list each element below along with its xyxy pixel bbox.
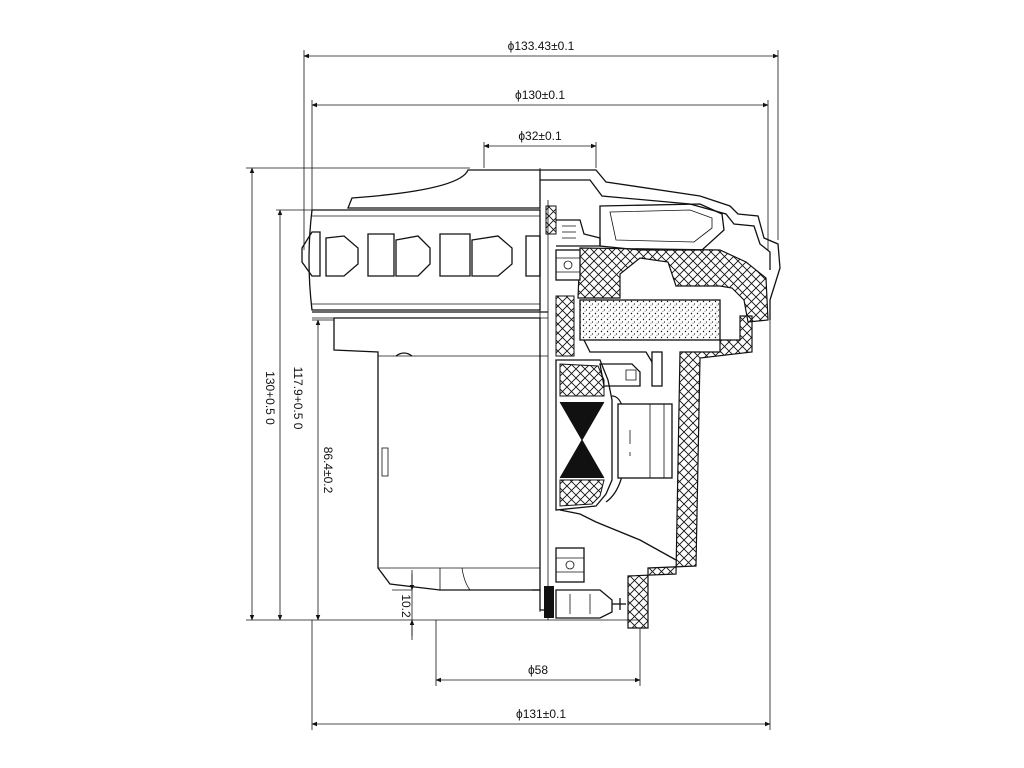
vent-slots <box>301 231 541 277</box>
dim-label-10: 10.2 <box>399 594 413 618</box>
dim-label-131: ϕ131±0.1 <box>516 707 566 721</box>
dim-label-32: ϕ32±0.1 <box>518 129 562 143</box>
external-view <box>301 168 640 621</box>
dim-label-130-height: 130+0.5 0 <box>263 371 277 425</box>
dimension-lines <box>246 50 779 730</box>
dim-label-117: 117.9+0.5 0 <box>291 367 305 430</box>
lower-bearing <box>555 547 585 583</box>
dim-label-86: 86.4±0.2 <box>321 447 335 494</box>
dimension-labels: ϕ133.43±0.1 ϕ130±0.1 ϕ32±0.1 ϕ58 ϕ131±0.… <box>263 39 575 721</box>
dim-label-58: ϕ58 <box>528 663 548 677</box>
section-view <box>540 169 781 629</box>
brush-holder <box>544 586 626 619</box>
stator <box>559 339 677 561</box>
dim-label-130-width: ϕ130±0.1 <box>515 88 565 102</box>
dim-label-133: ϕ133.43±0.1 <box>508 39 575 53</box>
upper-bearing <box>555 249 581 281</box>
armature <box>555 359 627 511</box>
